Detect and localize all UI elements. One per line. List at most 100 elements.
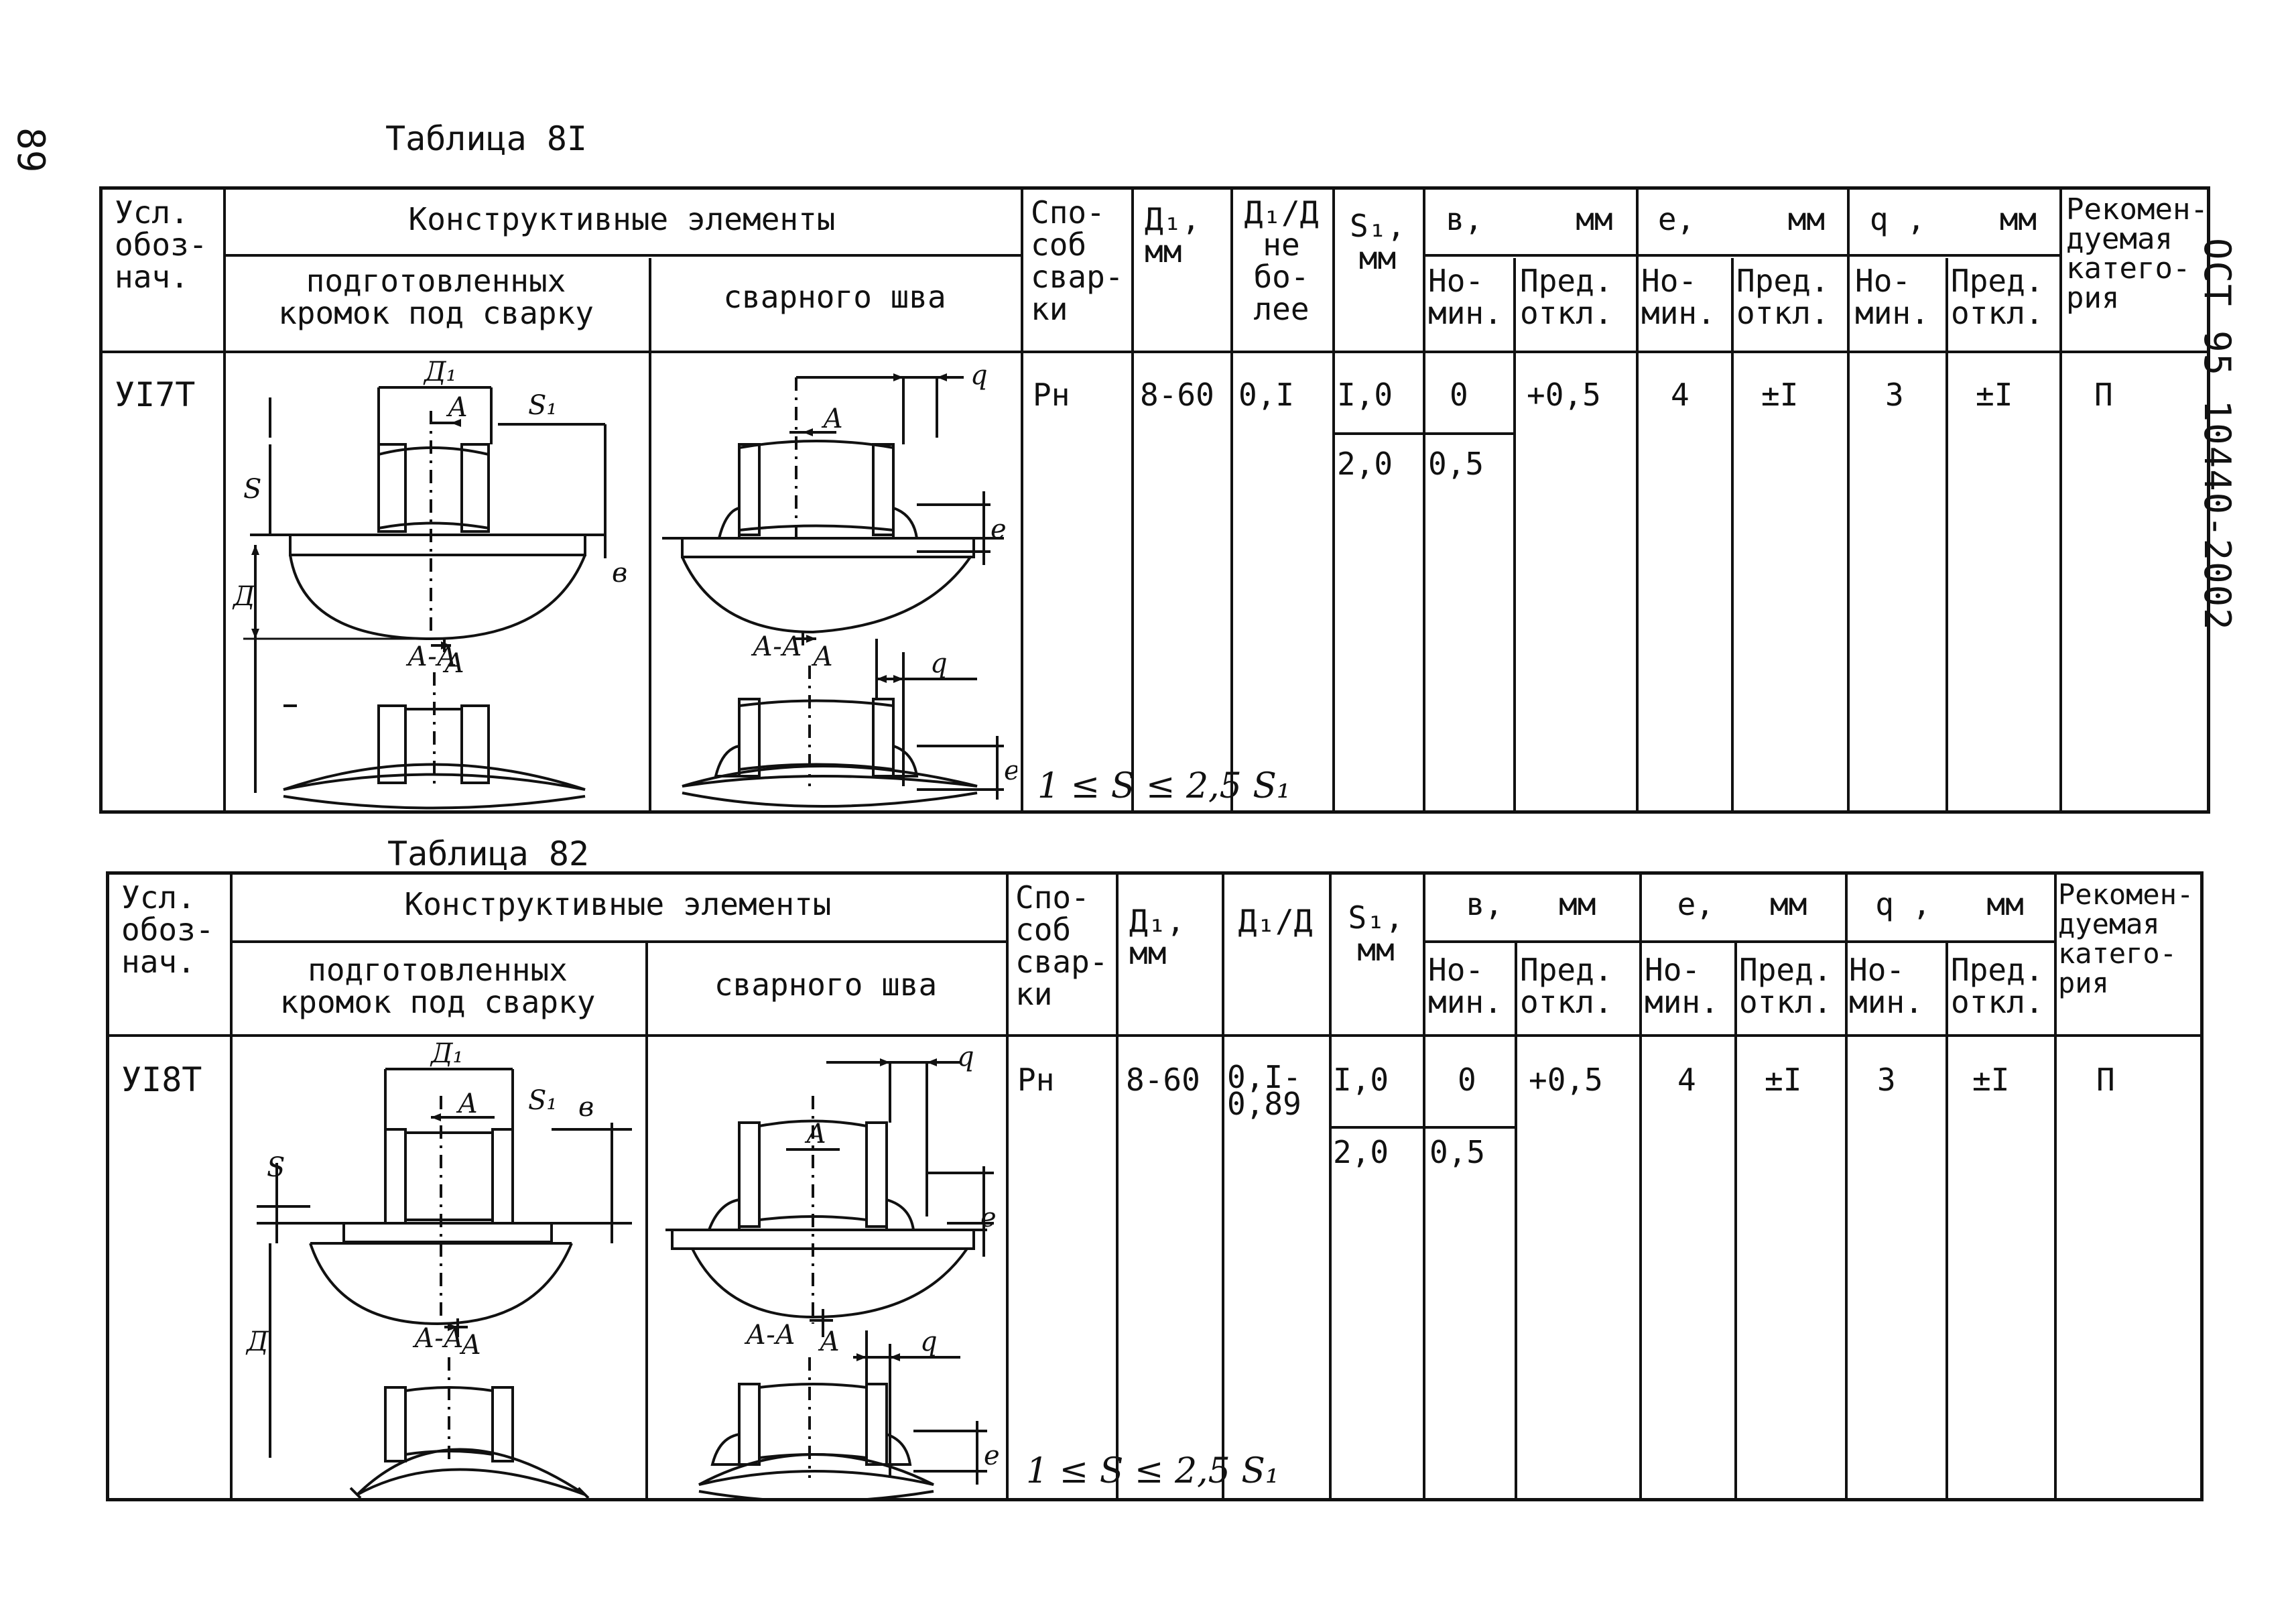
header-s1: S₁, мм [1348, 899, 1404, 968]
row-d1: 8-60 [1140, 377, 1214, 413]
label-e: е [991, 514, 1007, 545]
sketch-prepared-edges: Д₁ S₁ S Д А А в А-А [237, 1038, 642, 1499]
label-a-top: А [456, 1088, 478, 1119]
header-method: Спо- соб свар- ки [1015, 879, 1108, 1012]
table-82-caption: Таблица 82 [387, 834, 590, 873]
header-prepared-edges: подготовленных кромок под сварку [279, 952, 596, 1020]
label-q-section: q [930, 648, 948, 679]
row-b-nom-a: 0 [1450, 377, 1468, 413]
row-e-dev: ±I [1765, 1062, 1802, 1098]
header-weld: сварного шва [714, 966, 938, 1003]
row-d1: 8-60 [1126, 1062, 1200, 1098]
row-e-nom: 4 [1671, 377, 1689, 413]
row-designation: УI8Т [121, 1060, 202, 1099]
sketch-weld: q е А А А-А q е [655, 357, 1020, 813]
header-s1: S₁, мм [1349, 208, 1406, 276]
header-b: в, мм [1466, 886, 1596, 922]
header-e-dev: Пред. откл. [1739, 952, 1832, 1020]
label-a-top: А [804, 1119, 826, 1149]
label-s: S [267, 1152, 285, 1183]
table-81-caption: Таблица 8I [385, 119, 588, 158]
header-b-nom: Но- мин. [1428, 263, 1503, 331]
row-b-nom-b: 0,5 [1429, 1134, 1486, 1170]
label-section: А-А [405, 641, 457, 672]
header-e: е, мм [1677, 886, 1807, 922]
header-d1: Д₁, мм [1129, 903, 1186, 971]
header-q: q , мм [1869, 201, 2037, 237]
header-q-dev: Пред. откл. [1951, 952, 2044, 1020]
row-s1-a: I,0 [1337, 377, 1393, 413]
header-ratio: Д₁/Д не бо- лее [1244, 194, 1319, 327]
row-category: П [2096, 1062, 2115, 1098]
label-s: S [243, 474, 261, 505]
sketch-prepared-edges: Д₁ S₁ S Д А А в А-А [230, 357, 645, 813]
label-b: в [612, 558, 627, 588]
header-category: Рекомен- дуемая катего- рия [2066, 192, 2208, 315]
label-section: А-А [412, 1323, 464, 1354]
label-b: в [578, 1092, 594, 1123]
row-ratio: 0,I- 0,89 [1227, 1059, 1301, 1122]
label-section: А-А [751, 631, 802, 662]
header-category: Рекомен- дуемая катего- рия [2058, 878, 2194, 999]
label-section: А-А [744, 1320, 795, 1351]
label-q: q [970, 360, 988, 391]
label-q-section: q [920, 1326, 938, 1357]
header-weld: сварного шва [723, 279, 946, 315]
header-designation: Усл. обоз- нач. [121, 879, 214, 980]
header-e-nom: Но- мин. [1645, 952, 1719, 1020]
label-e-section: е [1004, 755, 1017, 786]
label-d1: Д₁ [430, 1042, 464, 1069]
row-b-dev: +0,5 [1527, 377, 1601, 413]
header-q: q , мм [1875, 886, 2024, 922]
header-e-nom: Но- мин. [1641, 263, 1716, 331]
header-b-dev: Пред. откл. [1520, 263, 1613, 331]
label-a-bottom: А [818, 1326, 840, 1357]
label-a-bottom: А [442, 648, 464, 679]
label-a-bottom: А [459, 1330, 481, 1361]
label-e-section: е [984, 1440, 1000, 1471]
row-q-nom: 3 [1877, 1062, 1896, 1098]
header-ratio: Д₁/Д [1238, 903, 1313, 939]
inequality-condition: 1 ≤ S ≤ 2,5 S₁ [1026, 1451, 1279, 1491]
header-d1: Д₁, мм [1145, 201, 1201, 269]
header-elements: Конструктивные элементы [408, 201, 836, 237]
header-e: е, мм [1657, 201, 1826, 237]
inequality-condition: 1 ≤ S ≤ 2,5 S₁ [1037, 766, 1291, 806]
header-b-dev: Пред. откл. [1520, 952, 1613, 1020]
header-elements: Конструктивные элементы [404, 886, 832, 922]
label-q: q [957, 1042, 974, 1072]
table-82: Усл. обоз- нач. Конструктивные элементы … [106, 871, 2204, 1503]
row-s1-b: 2,0 [1337, 446, 1393, 482]
label-s1: S₁ [528, 1085, 557, 1116]
header-prepared-edges: подготовленных кромок под сварку [278, 263, 594, 331]
row-s1-b: 2,0 [1333, 1134, 1389, 1170]
label-a-top: А [446, 392, 468, 423]
row-q-nom: 3 [1885, 377, 1904, 413]
header-q-nom: Но- мин. [1849, 952, 1923, 1020]
row-q-dev: ±I [1976, 377, 2013, 413]
label-d: Д [232, 581, 256, 612]
header-e-dev: Пред. откл. [1736, 263, 1830, 331]
row-e-nom: 4 [1677, 1062, 1696, 1098]
label-a-bottom: А [811, 641, 833, 672]
label-d1: Д₁ [423, 357, 457, 387]
header-q-dev: Пред. откл. [1951, 263, 2044, 331]
label-a-top: А [821, 403, 843, 434]
row-q-dev: ±I [1972, 1062, 2010, 1098]
row-b-dev: +0,5 [1529, 1062, 1603, 1098]
row-method: Рн [1017, 1062, 1055, 1098]
header-b: в, мм [1446, 201, 1613, 237]
header-q-nom: Но- мин. [1855, 263, 1929, 331]
header-method: Спо- соб свар- ки [1031, 194, 1124, 327]
row-designation: УI7Т [115, 375, 196, 414]
table-81: Усл. обоз- нач. Конструктивные элементы … [99, 186, 2210, 814]
row-category: П [2094, 377, 2113, 413]
page-number: 89 [9, 127, 52, 173]
header-designation: Усл. обоз- нач. [115, 194, 208, 295]
label-e: е [980, 1202, 997, 1233]
row-b-nom-a: 0 [1458, 1062, 1476, 1098]
label-s1: S₁ [528, 390, 557, 421]
label-d: Д [245, 1326, 269, 1357]
sketch-weld: q е А А А-А q е [652, 1042, 1004, 1503]
row-e-dev: ±I [1761, 377, 1799, 413]
